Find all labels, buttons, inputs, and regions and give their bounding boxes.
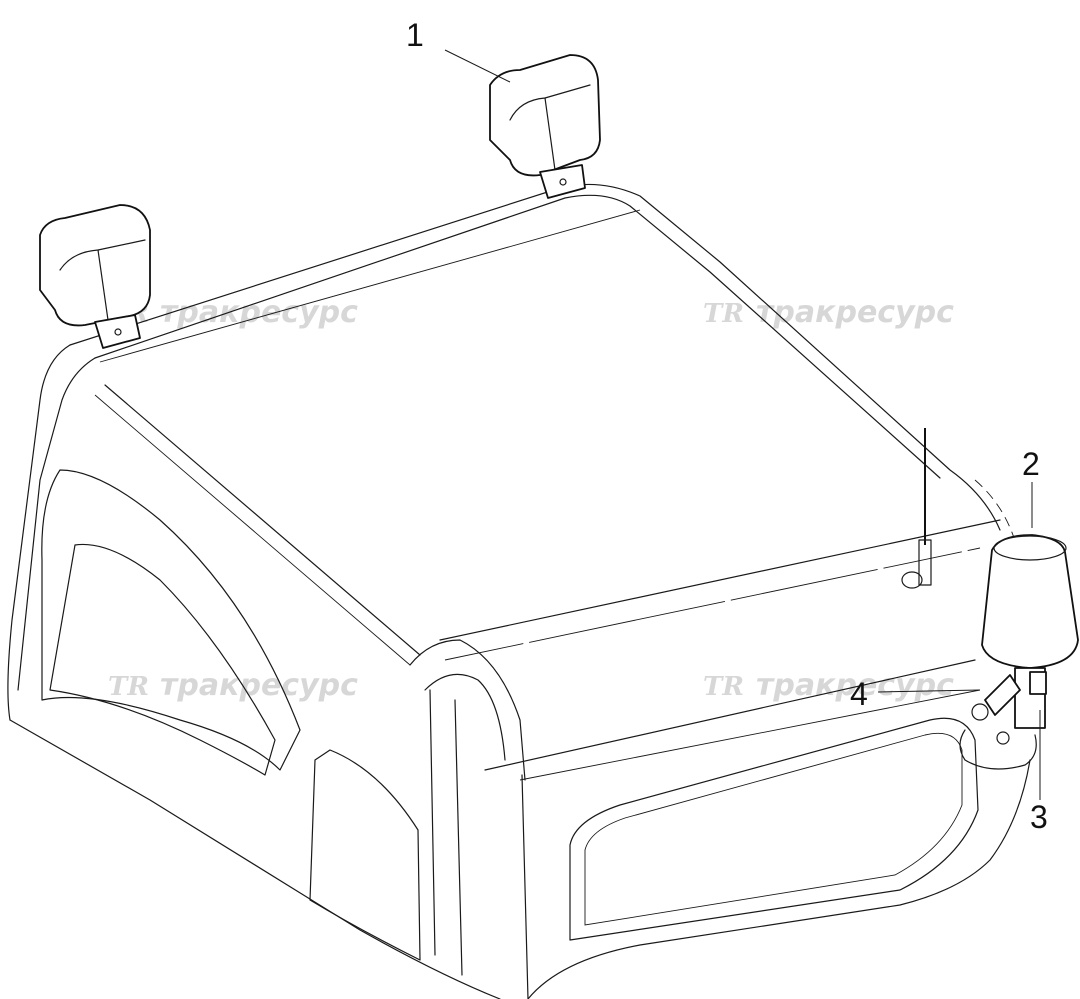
roof-front-edge-inner bbox=[94, 194, 941, 479]
work-lamp-bolt bbox=[114, 328, 122, 336]
watermark-text: тракресурс bbox=[756, 668, 954, 703]
front-top-rail bbox=[484, 659, 976, 771]
roof-rear-edge-seam bbox=[444, 547, 981, 661]
antenna-base bbox=[918, 539, 932, 586]
watermark-logo: TR bbox=[108, 672, 149, 702]
front-corner bbox=[409, 639, 526, 781]
work-lamp-body-seam bbox=[544, 97, 556, 171]
front-left-pillar bbox=[429, 689, 436, 956]
callout-2: 2 bbox=[1022, 446, 1040, 528]
antenna bbox=[901, 428, 932, 589]
work-lamp-bolt bbox=[559, 178, 567, 186]
watermark-logo: TR bbox=[703, 299, 744, 329]
beacon-knob bbox=[971, 703, 989, 721]
antenna-mount bbox=[901, 571, 923, 589]
beacon-bracket-loop bbox=[959, 729, 1037, 770]
front-corner-inner bbox=[424, 673, 506, 761]
left-door-window bbox=[309, 749, 421, 961]
work-lamp-left bbox=[39, 204, 151, 349]
watermark-text: тракресурс bbox=[756, 295, 954, 330]
watermark-logo: TR bbox=[703, 672, 744, 702]
front-center-pillar bbox=[521, 774, 529, 999]
front-left-pillar-inner bbox=[454, 699, 463, 976]
left-pillar-inner bbox=[17, 357, 96, 691]
work-lamp-bracket bbox=[539, 164, 586, 199]
front-top-rail-inner bbox=[519, 689, 981, 781]
callout-4: 4 bbox=[850, 676, 981, 712]
callout-3: 3 bbox=[1030, 710, 1048, 835]
left-body-lower-line bbox=[9, 719, 501, 999]
callout-label: 3 bbox=[1030, 799, 1048, 835]
work-lamp-body-seam bbox=[97, 249, 109, 321]
front-body-lower-line bbox=[527, 759, 1031, 999]
work-lamp-center bbox=[489, 54, 601, 199]
watermark-bottom-right: TR тракресурс bbox=[703, 668, 954, 703]
watermark-text: тракресурс bbox=[160, 668, 358, 703]
beacon-dome bbox=[981, 534, 1079, 669]
beacon-top bbox=[993, 535, 1067, 561]
callout-label: 4 bbox=[850, 676, 868, 712]
roof-visor-line bbox=[99, 209, 641, 363]
roof-left-edge-inner bbox=[94, 394, 411, 666]
left-pillar-outer bbox=[7, 344, 71, 721]
callout-label: 2 bbox=[1022, 446, 1040, 482]
front-windshield bbox=[569, 717, 979, 941]
beacon-mount-bolt bbox=[996, 731, 1010, 745]
left-side-window-upper bbox=[41, 469, 301, 771]
work-lamp-housing bbox=[39, 204, 151, 327]
roof-rear-edge bbox=[439, 519, 1001, 641]
roof-front-edge-outer bbox=[69, 183, 1001, 531]
callout-leader bbox=[444, 49, 511, 83]
beacon-clamp bbox=[984, 674, 1021, 716]
watermark-bottom-left: TR тракресурс bbox=[108, 668, 358, 703]
watermark-text: тракресурс bbox=[160, 295, 358, 330]
work-lamp-bracket bbox=[94, 314, 141, 349]
roof-left-edge bbox=[104, 384, 421, 656]
front-windshield-inner bbox=[584, 732, 963, 926]
work-lamp-housing bbox=[489, 54, 601, 177]
callout-leader bbox=[877, 689, 981, 693]
callout-label: 1 bbox=[406, 17, 424, 53]
left-side-window-glass bbox=[49, 543, 276, 776]
beacon bbox=[959, 534, 1079, 770]
beacon-latch bbox=[1029, 671, 1047, 695]
callout-1: 1 bbox=[406, 17, 511, 83]
